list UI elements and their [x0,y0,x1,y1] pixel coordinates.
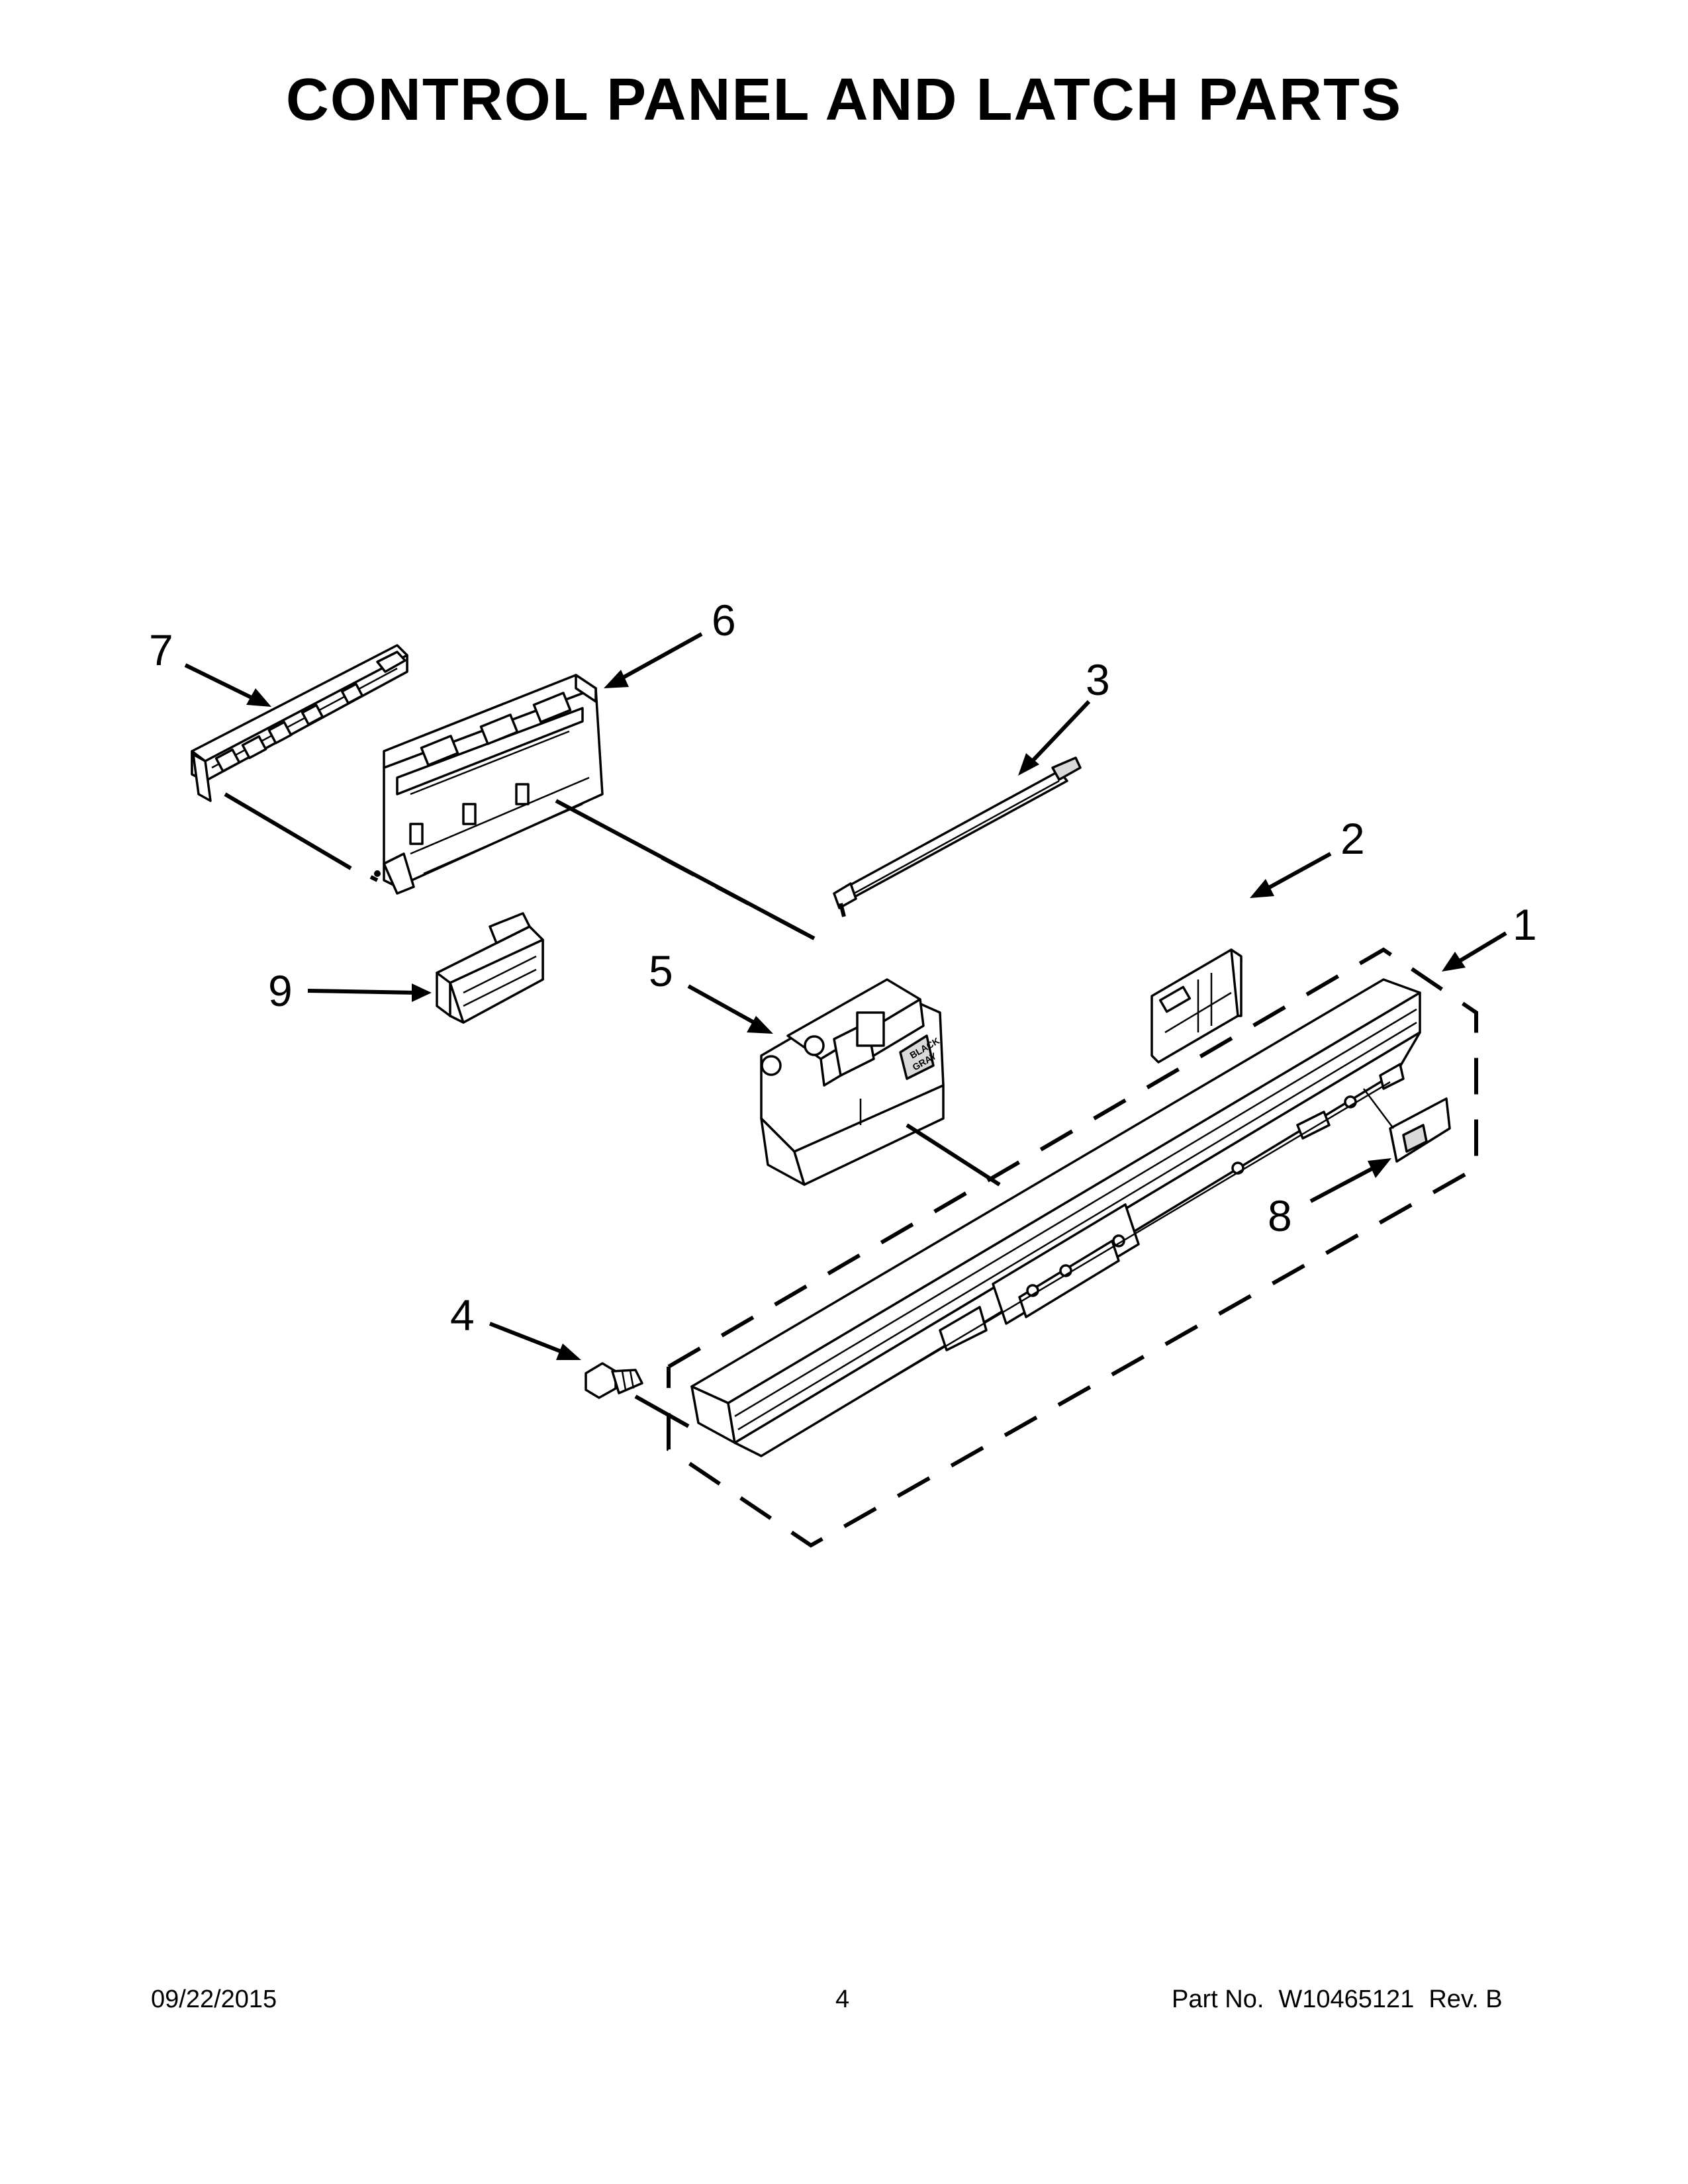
leader-3 [1024,700,1091,770]
part-1-dashed-box [667,947,1478,1548]
footer-revision: Rev. B [1429,1985,1503,2013]
leader-7 [184,663,261,704]
callout-8: 8 [1268,1191,1292,1240]
part-7-bracket [191,644,408,802]
assembly-line-7b [369,875,379,882]
arrow-7 [246,688,271,707]
arrow-1 [1442,952,1466,972]
callout-9: 9 [268,966,293,1015]
arrow-5 [747,1016,773,1034]
footer-part-number: W10465121 [1278,1985,1415,2013]
assembly-line-6-dash [661,856,816,940]
callout-2: 2 [1340,814,1365,863]
part-2-plate [1150,948,1243,1064]
leader-4 [489,1322,567,1355]
arrow-6 [604,670,629,688]
part-5-latch [760,978,945,1186]
callout-1: 1 [1513,900,1537,949]
leader-1 [1455,931,1507,965]
part-1-control-panel [690,978,1421,1457]
callout-6: 6 [712,596,736,645]
part-8-switch [1363,1088,1451,1163]
leader-6 [614,632,703,684]
part-4-screw [585,1362,643,1399]
footer-part-info: Part No. W10465121 Rev. B [1172,1985,1517,2014]
arrow-4 [556,1343,581,1360]
assembly-line-3 [839,903,846,917]
arrow-3 [1018,753,1039,776]
callout-5: 5 [649,946,673,995]
leader-5 [687,984,761,1028]
assembly-line-7 [224,792,352,870]
part-9-clip [436,912,544,1024]
leader-2 [1263,852,1332,892]
callout-7: 7 [149,625,173,674]
part-6-housing [374,674,604,895]
arrow-9 [412,983,432,1002]
page-title: CONTROL PANEL AND LATCH PARTS [285,67,1403,133]
footer-date: 09/22/2015 [151,1985,277,2013]
arrow-2 [1250,879,1274,898]
leader-8 [1309,1164,1378,1203]
leader-9 [307,989,418,995]
assembly-line-5 [906,1123,1001,1187]
footer-part-label: Part No. [1172,1985,1264,2013]
callout-4: 4 [450,1291,475,1340]
part-3-rod [833,756,1082,909]
arrow-8 [1368,1158,1391,1178]
assembly-line-4 [634,1394,690,1428]
footer-page-number: 4 [835,1985,850,2013]
callout-3: 3 [1086,655,1110,704]
